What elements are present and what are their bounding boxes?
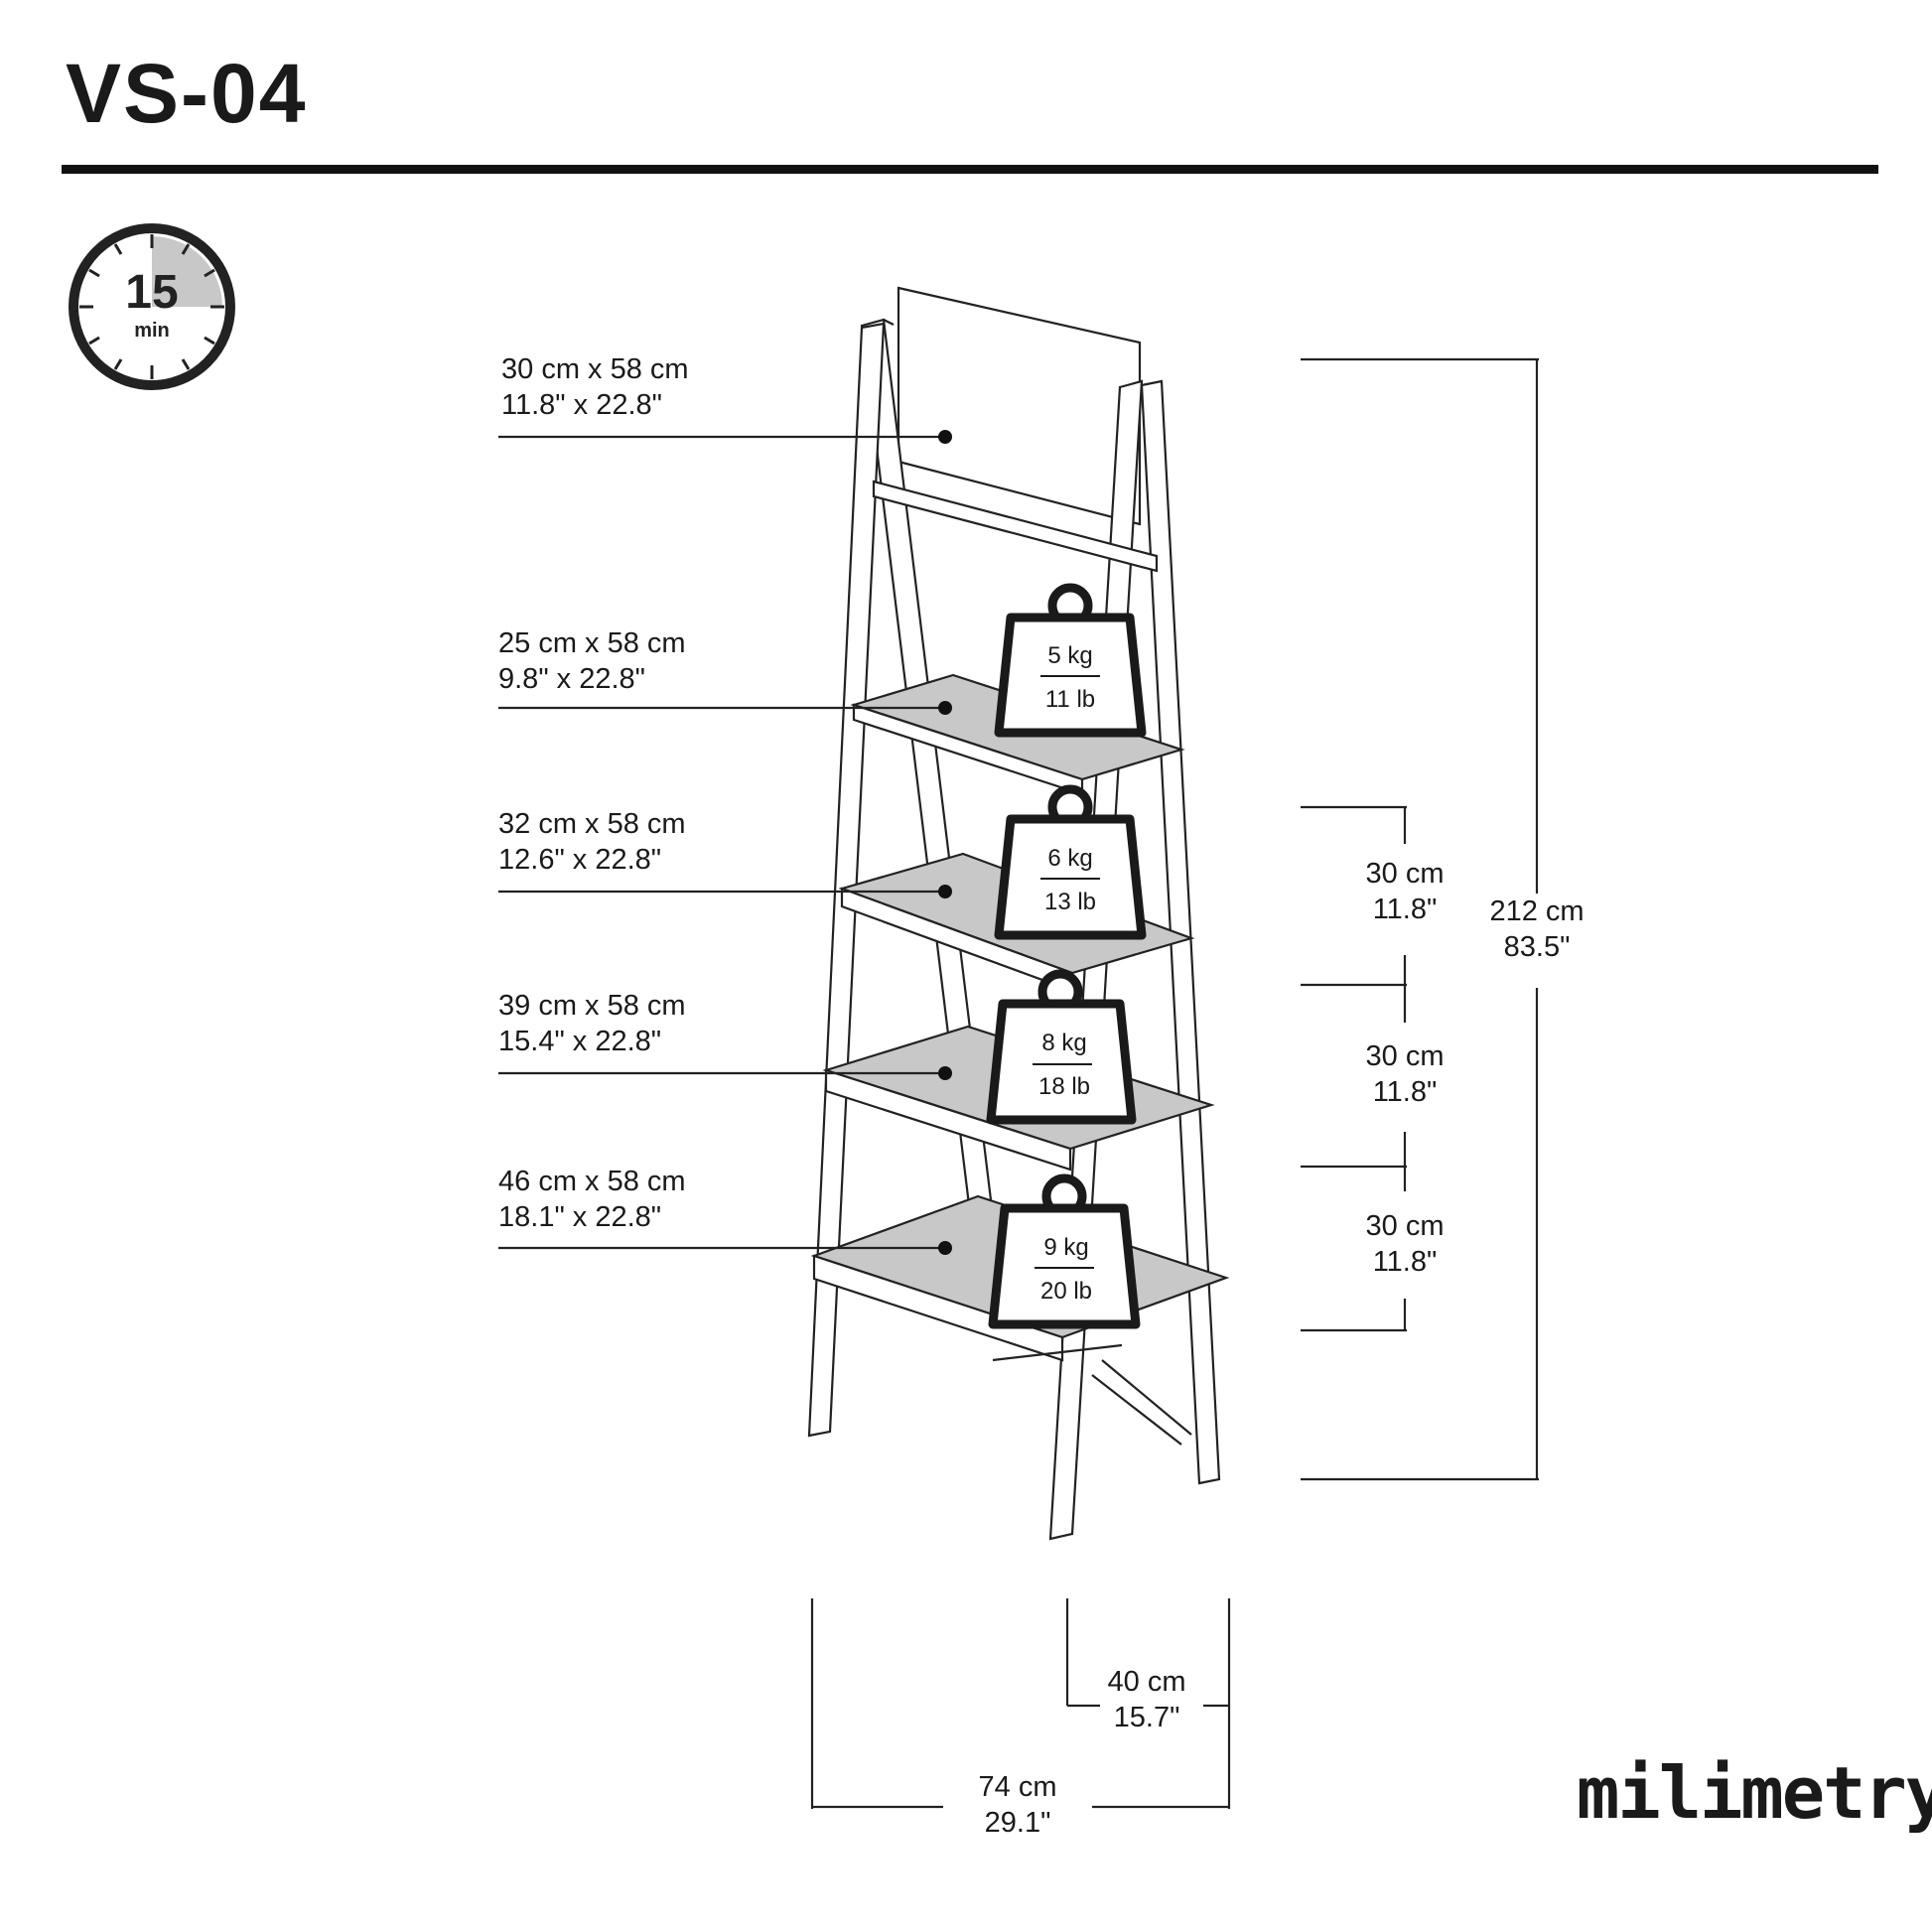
shelf-4-metric: 39 cm x 58 cm: [498, 990, 686, 1022]
width-label: 74 cm 29.1": [948, 1769, 1087, 1841]
timer-unit: min: [134, 320, 170, 342]
weight-icon-4: 9 kg 20 lb: [988, 1173, 1141, 1329]
shelf-3-imperial: 12.6" x 22.8": [498, 844, 662, 876]
shelf-2-metric: 25 cm x 58 cm: [498, 627, 686, 659]
shelf-4-imperial: 15.4" x 22.8": [498, 1026, 662, 1057]
spacing-1-label: 30 cm 11.8": [1340, 856, 1469, 927]
spacing-2-metric: 30 cm: [1365, 1040, 1445, 1072]
shelf-1-size-label: 30 cm x 58 cm 11.8" x 22.8": [501, 351, 689, 423]
weight-3-lb: 18 lb: [1038, 1073, 1090, 1100]
weight-1-kg: 5 kg: [1047, 642, 1092, 669]
weight-icon-3: 8 kg 18 lb: [986, 969, 1137, 1125]
stopwatch-icon: 15 min: [66, 220, 238, 393]
shelf-3-metric: 32 cm x 58 cm: [498, 808, 686, 840]
spacing-3-label: 30 cm 11.8": [1340, 1208, 1469, 1280]
width-imperial: 29.1": [984, 1807, 1051, 1839]
timer-value: 15: [125, 266, 178, 319]
height-imperial: 83.5": [1503, 931, 1571, 963]
product-title: VS-04: [66, 47, 308, 140]
depth-metric: 40 cm: [1107, 1666, 1186, 1698]
shelf-4-size-label: 39 cm x 58 cm 15.4" x 22.8": [498, 988, 686, 1059]
weight-icon-2: 6 kg 13 lb: [994, 784, 1147, 940]
depth-imperial: 15.7": [1113, 1702, 1180, 1733]
shelf-2-imperial: 9.8" x 22.8": [498, 663, 645, 695]
spacing-2-label: 30 cm 11.8": [1340, 1038, 1469, 1110]
brand-logo: milimetry: [1577, 1751, 1932, 1835]
shelf-3-size-label: 32 cm x 58 cm 12.6" x 22.8": [498, 806, 686, 878]
weight-2-lb: 13 lb: [1044, 889, 1096, 915]
weight-2-kg: 6 kg: [1047, 845, 1092, 872]
shelf-5-metric: 46 cm x 58 cm: [498, 1166, 686, 1197]
weight-1-lb: 11 lb: [1045, 686, 1095, 713]
width-metric: 74 cm: [978, 1771, 1057, 1803]
shelf-1-metric: 30 cm x 58 cm: [501, 353, 689, 385]
shelf-1-imperial: 11.8" x 22.8": [501, 389, 662, 421]
weight-3-kg: 8 kg: [1041, 1030, 1086, 1056]
weight-4-lb: 20 lb: [1040, 1278, 1092, 1305]
weight-icon-1: 5 kg 11 lb: [994, 583, 1147, 738]
spacing-1-metric: 30 cm: [1365, 858, 1445, 890]
height-label: 212 cm 83.5": [1467, 894, 1606, 965]
title-divider: [62, 165, 1878, 174]
weight-4-kg: 9 kg: [1043, 1234, 1088, 1261]
height-metric: 212 cm: [1489, 896, 1585, 927]
shelf-5-size-label: 46 cm x 58 cm 18.1" x 22.8": [498, 1164, 686, 1235]
spacing-1-imperial: 11.8": [1372, 894, 1438, 925]
spacing-3-imperial: 11.8": [1372, 1246, 1438, 1278]
shelf-2-size-label: 25 cm x 58 cm 9.8" x 22.8": [498, 625, 686, 697]
spacing-3-metric: 30 cm: [1365, 1210, 1445, 1242]
shelf-5-imperial: 18.1" x 22.8": [498, 1201, 662, 1233]
depth-label: 40 cm 15.7": [1087, 1664, 1206, 1735]
spacing-2-imperial: 11.8": [1372, 1076, 1438, 1108]
